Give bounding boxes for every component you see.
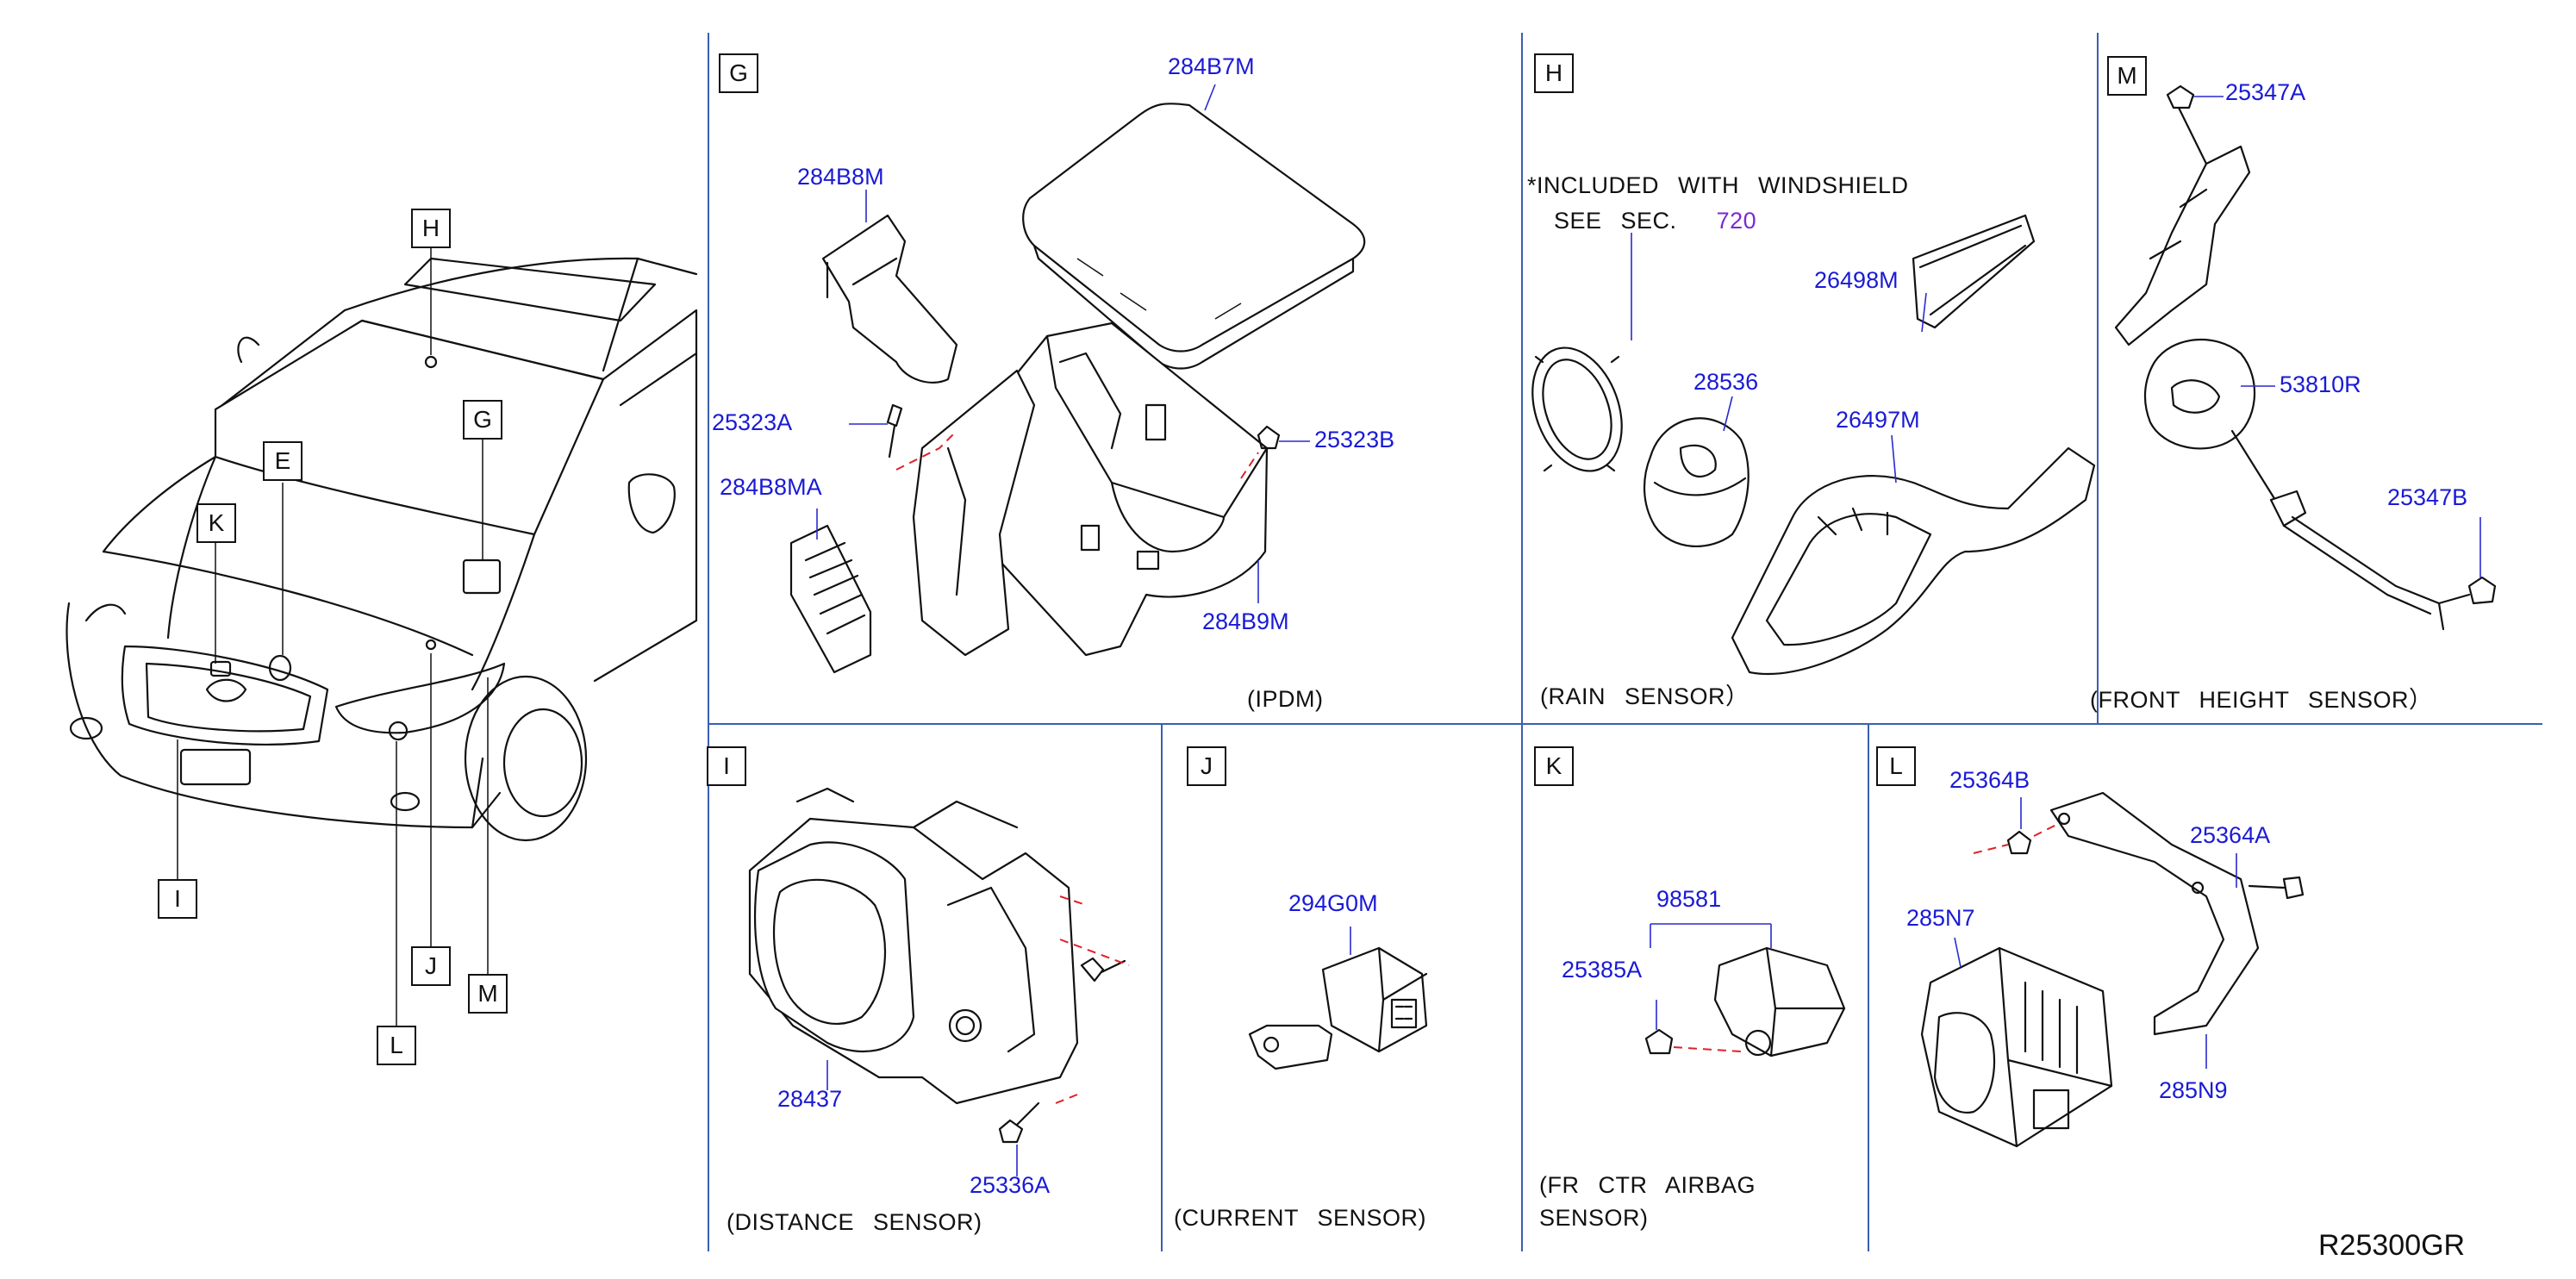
callout-i: I bbox=[158, 879, 197, 919]
callout-g: G bbox=[463, 400, 502, 440]
part-26498m: 26498M bbox=[1814, 267, 1899, 293]
panel-l-letter: L bbox=[1876, 746, 1916, 786]
part-284b7m: 284B7M bbox=[1168, 53, 1255, 79]
rain-sensor-drawing bbox=[1531, 214, 2096, 676]
part-25323a: 25323A bbox=[712, 409, 793, 435]
panel-l-drawing bbox=[1920, 791, 2305, 1148]
part-25347a: 25347A bbox=[2225, 79, 2306, 105]
caption-ipdm: (IPDM) bbox=[1247, 686, 1324, 712]
section-ref-prefix: SEE SEC. bbox=[1554, 208, 1677, 234]
overview-leaders bbox=[177, 248, 489, 1026]
part-98581: 98581 bbox=[1656, 886, 1722, 912]
airbag-sensor-drawing bbox=[1644, 923, 1846, 1058]
part-285n7: 285N7 bbox=[1906, 905, 1975, 931]
caption-airbag-sensor-line2: SENSOR) bbox=[1539, 1205, 1649, 1231]
panel-g-letter: G bbox=[719, 53, 758, 93]
part-284b8m: 284B8M bbox=[797, 164, 884, 190]
distance-sensor-drawing bbox=[748, 787, 1130, 1176]
ipdm-drawing bbox=[789, 84, 1366, 674]
diagram-code: R25300GR bbox=[2318, 1229, 2466, 1262]
section-ref-link[interactable]: 720 bbox=[1716, 208, 1757, 234]
part-53810r: 53810R bbox=[2280, 371, 2361, 397]
panel-i-letter: I bbox=[707, 746, 746, 786]
part-28536: 28536 bbox=[1693, 369, 1759, 395]
part-25347b: 25347B bbox=[2387, 484, 2468, 510]
part-28437: 28437 bbox=[777, 1086, 843, 1112]
current-sensor-drawing bbox=[1248, 926, 1428, 1070]
part-284b9m: 284B9M bbox=[1202, 608, 1289, 634]
panel-separators bbox=[708, 33, 2542, 1251]
callout-k: K bbox=[196, 503, 236, 543]
part-25364a: 25364A bbox=[2190, 822, 2271, 848]
callout-j: J bbox=[411, 946, 451, 986]
caption-rain-sensor: (RAIN SENSOR） bbox=[1540, 683, 1750, 709]
panel-j-letter: J bbox=[1187, 746, 1226, 786]
callout-h: H bbox=[411, 209, 451, 248]
panel-h-letter: H bbox=[1534, 53, 1574, 93]
height-sensor-drawing bbox=[2114, 84, 2497, 631]
callout-l: L bbox=[377, 1026, 416, 1065]
part-294g0m: 294G0M bbox=[1288, 890, 1378, 916]
section-ref: SEE SEC. 720 bbox=[1554, 209, 1756, 233]
part-25336a: 25336A bbox=[970, 1172, 1051, 1198]
part-26497m: 26497M bbox=[1836, 407, 1920, 433]
part-25364b: 25364B bbox=[1949, 767, 2030, 793]
panel-k-letter: K bbox=[1534, 746, 1574, 786]
car-outline bbox=[65, 257, 698, 842]
windshield-note: *INCLUDED WITH WINDSHIELD bbox=[1527, 172, 1909, 198]
part-25385a: 25385A bbox=[1562, 957, 1643, 983]
panel-m-letter: M bbox=[2107, 56, 2147, 96]
caption-current-sensor: (CURRENT SENSOR) bbox=[1174, 1205, 1427, 1231]
caption-airbag-sensor-line1: (FR CTR AIRBAG bbox=[1539, 1172, 1756, 1198]
part-25323b: 25323B bbox=[1314, 427, 1395, 452]
part-285n9: 285N9 bbox=[2159, 1077, 2228, 1103]
caption-front-height-sensor: (FRONT HEIGHT SENSOR） bbox=[2090, 687, 2433, 713]
caption-distance-sensor: (DISTANCE SENSOR) bbox=[727, 1209, 982, 1235]
part-284b8ma: 284B8MA bbox=[720, 474, 822, 500]
callout-m: M bbox=[468, 974, 508, 1014]
callout-e: E bbox=[263, 441, 303, 481]
